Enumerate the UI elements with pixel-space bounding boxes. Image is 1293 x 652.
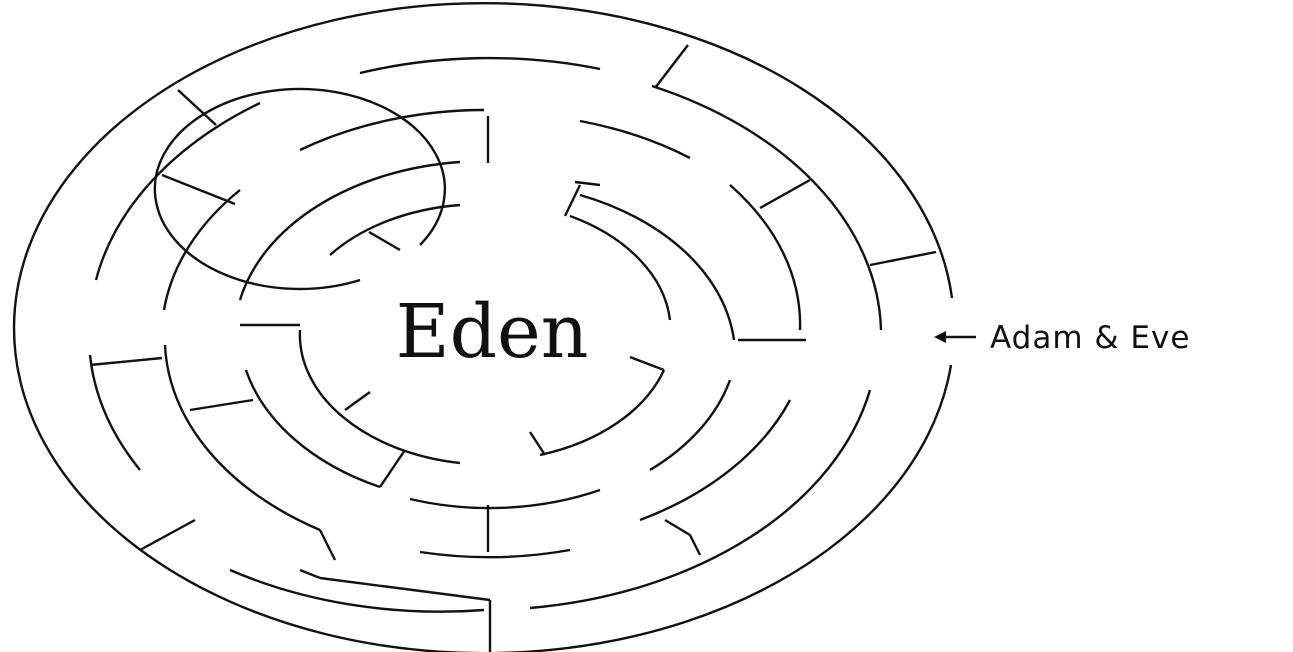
ring-3-wall-segment [300,110,484,150]
ring-3-wall-segment [640,400,790,520]
center-label: Eden [396,289,589,375]
radial-wall [630,357,664,370]
ring-3-wall-segment [164,190,240,310]
radial-wall [369,232,400,250]
radial-wall [190,400,253,410]
ring-3-wall-segment [165,345,320,530]
ring-4-wall-segment [580,195,734,340]
radial-wall [665,520,690,535]
radial-wall [320,578,490,600]
ring-4-wall-segment [410,490,600,508]
radial-wall [760,180,810,208]
entrance-label: Adam & Eve [990,320,1190,356]
radial-wall [380,450,405,487]
ring-3-wall-segment [420,550,570,557]
arrow-left-icon [934,331,976,343]
ring-4-wall-segment [650,380,730,470]
radial-wall [565,185,580,216]
radial-wall [90,358,162,365]
ring-2-wall-segment [90,355,140,470]
radial-wall [140,520,195,550]
ring-4-wall-segment [240,162,460,300]
radial-wall [345,392,370,410]
ring-2-wall-segment [530,390,870,608]
ring-2-wall-segment [230,570,484,612]
radial-wall [162,175,235,204]
radial-wall [530,432,545,455]
ring-2-wall-segment [360,58,600,73]
radial-wall [655,45,688,88]
radial-wall [575,182,600,185]
radial-wall [690,535,700,555]
radial-wall [320,530,335,560]
radial-wall [870,252,936,265]
radial-wall [300,570,320,578]
ring-3-wall-segment [580,121,690,158]
ring-5-wall-segment [540,370,664,455]
ring-3-wall-segment [730,185,800,330]
ring-2-wall-segment [96,103,260,280]
